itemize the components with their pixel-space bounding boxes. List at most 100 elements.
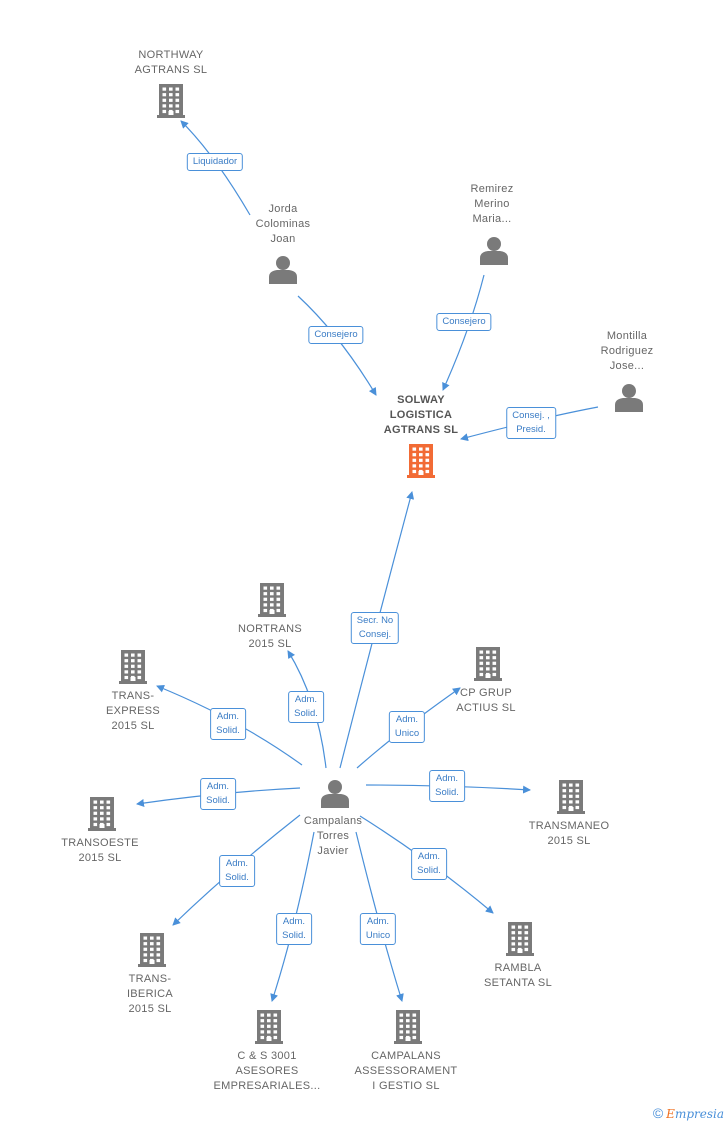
edge-label-line: Consejero <box>442 316 486 327</box>
edge-label-line: Solid. <box>225 872 249 883</box>
montilla-person-icon[interactable] <box>615 384 643 412</box>
northway-building-icon[interactable] <box>157 84 185 118</box>
nortrans-building-icon[interactable] <box>258 583 286 617</box>
node-label-line: Rodriguez <box>600 345 654 357</box>
edge-label-line: Adm. <box>395 714 419 725</box>
rambla-building-icon[interactable] <box>506 922 534 956</box>
node-label-line: Jose... <box>609 360 645 372</box>
node-label-line: Jorda <box>268 203 298 215</box>
edge-label-campalans-to-cs3001[interactable]: Adm. Solid. <box>276 913 312 945</box>
node-label-line: 2015 SL <box>78 852 122 864</box>
node-label-line: Montilla <box>606 330 648 342</box>
edge-label-campalans-to-transexpress[interactable]: Adm.Solid. <box>210 708 246 740</box>
edge-label-line: Unico <box>365 930 391 941</box>
node-label-line: ASSESSORAMENT <box>354 1065 458 1077</box>
assessorament-building-icon[interactable] <box>394 1010 422 1044</box>
node-label-line: Remirez <box>470 183 514 195</box>
edge-label-campalans-to-transiberica[interactable]: Adm. Solid. <box>219 855 255 887</box>
edge-remirez-to-solway <box>442 274 485 391</box>
node-label-line: NORTHWAY <box>138 49 204 61</box>
cpgrup-building-icon[interactable] <box>474 647 502 681</box>
node-label-line: TRANS- <box>111 690 155 702</box>
edge-label-line: Adm. <box>225 858 249 869</box>
edge-label-line: Solid. <box>206 795 230 806</box>
node-label-line: CAMPALANS <box>371 1050 441 1062</box>
transiberica-building-icon[interactable] <box>138 933 166 967</box>
edge-label-line: Adm. <box>417 851 441 862</box>
node-label-line: I GESTIO SL <box>372 1080 440 1092</box>
brand-logo: Empresia <box>666 1107 724 1121</box>
transmaneo-node-label[interactable]: TRANSMANEO 2015 SL <box>509 819 629 849</box>
node-label-line: AGTRANS SL <box>134 64 208 76</box>
edge-label-line: Presid. <box>516 424 546 435</box>
edge-label-line: Solid. <box>417 865 441 876</box>
solway-node-label[interactable]: SOLWAY LOGISTICA AGTRANS SL <box>361 393 481 438</box>
edge-label-campalans-to-rambla[interactable]: Adm. Solid. <box>411 848 447 880</box>
node-label-line: Colominas <box>255 218 311 230</box>
node-label-line: TRANS- <box>128 973 172 985</box>
node-label-line: 2015 SL <box>248 638 292 650</box>
edge-label-line: Liquidador <box>192 156 238 167</box>
edge-label-campalans-to-nortrans[interactable]: Adm.Solid. <box>288 691 324 723</box>
node-label-line: CP GRUP <box>459 687 513 699</box>
node-label-line: TRANSOESTE <box>61 837 139 849</box>
edge-label-line: Adm. <box>282 916 306 927</box>
edge-label-remirez-to-solway[interactable]: Consejero <box>436 313 492 331</box>
node-label-line: RAMBLA <box>494 962 542 974</box>
cs3001-building-icon[interactable] <box>255 1010 283 1044</box>
edge-label-line: Unico <box>394 728 420 739</box>
edge-label-jorda-to-northway[interactable]: Liquidador <box>186 153 244 171</box>
nortrans-node-label[interactable]: NORTRANS 2015 SL <box>210 622 330 652</box>
transoeste-node-label[interactable]: TRANSOESTE 2015 SL <box>40 836 160 866</box>
assessorament-node-label[interactable]: CAMPALANS ASSESSORAMENT I GESTIO SL <box>346 1049 466 1094</box>
edge-label-line: Solid. <box>216 725 240 736</box>
node-label-line: Joan <box>270 233 296 245</box>
node-label-line: SETANTA SL <box>483 977 552 989</box>
jorda-person-icon[interactable] <box>269 256 297 284</box>
rambla-node-label[interactable]: RAMBLA SETANTA SL <box>458 961 578 991</box>
transexpress-building-icon[interactable] <box>119 650 147 684</box>
node-label-line: Merino <box>474 198 510 210</box>
northway-node-label[interactable]: NORTHWAY AGTRANS SL <box>111 48 231 78</box>
node-label-line: LOGISTICA <box>389 409 453 421</box>
node-label-line: Torres <box>316 830 350 842</box>
node-label-line: C & S 3001 <box>237 1050 297 1062</box>
edge-label-campalans-to-transoeste[interactable]: Adm. Solid. <box>200 778 236 810</box>
node-label-line: IBERICA <box>126 988 174 1000</box>
edge-label-line: Adm. <box>366 916 390 927</box>
footer-credit: ©Empresia <box>653 1105 724 1121</box>
edge-jorda-to-solway <box>297 295 377 396</box>
edge-label-jorda-to-solway[interactable]: Consejero <box>308 326 364 344</box>
node-label-line: AGTRANS SL <box>383 424 459 436</box>
transoeste-building-icon[interactable] <box>88 797 116 831</box>
node-label-line: 2015 SL <box>111 720 155 732</box>
node-label-line: EMPRESARIALES... <box>213 1080 321 1092</box>
remirez-person-icon[interactable] <box>480 237 508 265</box>
edge-label-campalans-to-assessorament[interactable]: Adm. Unico <box>359 913 397 945</box>
edge-label-campalans-to-cpgrup[interactable]: Adm. Unico <box>388 711 426 743</box>
edge-label-line: Solid. <box>435 787 459 798</box>
transmaneo-building-icon[interactable] <box>557 780 585 814</box>
edge-label-campalans-to-transmaneo[interactable]: Adm.Solid. <box>429 770 465 802</box>
node-label-line: NORTRANS <box>238 623 302 635</box>
node-label-line: 2015 SL <box>547 835 591 847</box>
node-label-line: SOLWAY <box>397 394 445 406</box>
edge-label-line: Adm. <box>206 781 230 792</box>
node-label-line: TRANSMANEO <box>528 820 610 832</box>
edge-label-line: Solid. <box>282 930 306 941</box>
solway-building-icon[interactable] <box>407 444 435 478</box>
edge-label-montilla-to-solway[interactable]: Consej. , Presid. <box>506 407 556 439</box>
edge-label-line: Consej. , <box>512 410 550 421</box>
node-label-line: Javier <box>317 845 349 857</box>
campalans-person-icon[interactable] <box>321 780 349 808</box>
